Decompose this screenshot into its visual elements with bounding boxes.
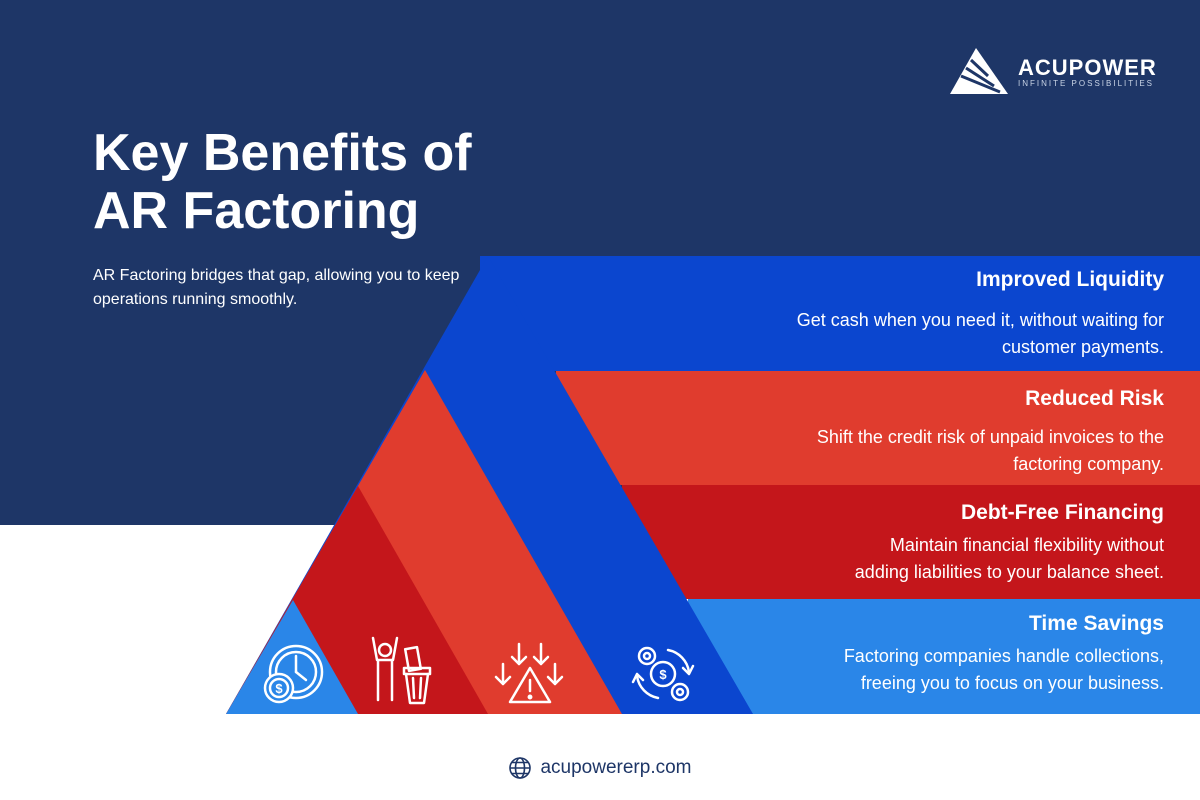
band-debt-free-financing <box>622 485 1200 599</box>
benefit-description-line: Shift the credit risk of unpaid invoices… <box>816 427 1164 447</box>
benefit-description-line: Maintain financial flexibility without <box>889 535 1164 555</box>
clock-dollar-icon: $ <box>263 644 324 704</box>
benefit-description: Maintain financial flexibility without a… <box>684 532 1164 586</box>
website-url: acupowererp.com <box>540 757 692 778</box>
benefit-description-line: Factoring companies handle collections, <box>843 646 1164 666</box>
benefit-description: Get cash when you need it, without waiti… <box>684 307 1164 361</box>
benefit-time-savings: Time Savings Factoring companies handle … <box>684 611 1164 697</box>
benefit-improved-liquidity: Improved Liquidity Get cash when you nee… <box>684 267 1164 361</box>
svg-text:$: $ <box>659 667 667 682</box>
band-time-savings <box>688 599 1200 714</box>
benefit-description-line: adding liabilities to your balance sheet… <box>854 562 1164 582</box>
brand-logo: ACUPOWER INFINITE POSSIBILITIES <box>948 46 1168 98</box>
benefit-description-line: customer payments. <box>1001 337 1164 357</box>
benefit-title: Improved Liquidity <box>976 268 1164 291</box>
page-subtitle: AR Factoring bridges that gap, allowing … <box>93 267 460 308</box>
band-improved-liquidity <box>480 256 1200 371</box>
footer: acupowererp.com <box>0 756 1200 785</box>
pyramid-layer-light-blue <box>226 600 358 714</box>
benefit-reduced-risk: Reduced Risk Shift the credit risk of un… <box>684 386 1164 478</box>
brand-tagline: INFINITE POSSIBILITIES <box>1018 79 1155 88</box>
benefit-description-line: factoring company. <box>1013 454 1164 474</box>
benefit-description: Factoring companies handle collections, … <box>684 643 1164 697</box>
benefit-title: Time Savings <box>1028 612 1164 635</box>
svg-text:$: $ <box>275 681 283 696</box>
page-title: Key Benefits of AR Factoring <box>93 124 472 240</box>
debt-bin-icon <box>371 636 432 705</box>
benefit-debt-free-financing: Debt-Free Financing Maintain financial f… <box>684 500 1164 586</box>
band-reduced-risk <box>556 371 1200 485</box>
benefit-title: Reduced Risk <box>1025 387 1164 410</box>
benefit-title: Debt-Free Financing <box>960 501 1164 524</box>
cycle-gears-icon: $ <box>631 646 695 702</box>
globe-icon <box>509 757 532 779</box>
benefit-description-line: freeing you to focus on your business. <box>860 673 1164 693</box>
website-link[interactable]: acupowererp.com <box>508 756 692 780</box>
logo-mark-icon <box>950 48 1008 94</box>
brand-name: ACUPOWER <box>1018 55 1157 80</box>
benefit-description: Shift the credit risk of unpaid invoices… <box>684 424 1164 478</box>
risk-warning-icon <box>494 642 564 704</box>
benefit-description-line: Get cash when you need it, without waiti… <box>796 310 1164 330</box>
page-title-line-1: Key Benefits of <box>93 124 472 182</box>
page-title-line-2: AR Factoring <box>93 182 420 240</box>
